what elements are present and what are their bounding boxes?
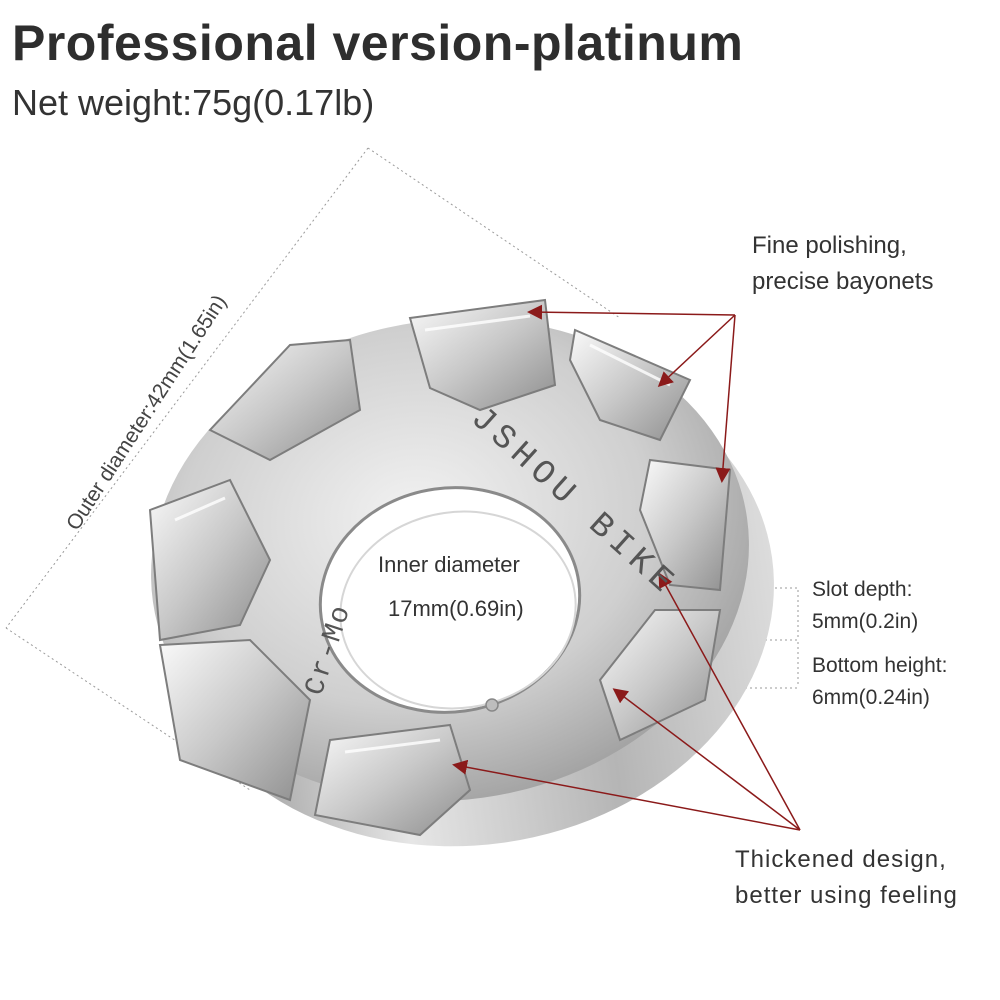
thickened-callout: Thickened design, better using feeling xyxy=(735,842,958,914)
slot-depth-value: 5mm(0.2in) xyxy=(812,610,919,633)
bayonet-blocks xyxy=(148,298,732,837)
bottom-height: Bottom height: 6mm(0.24in) xyxy=(812,650,947,714)
polishing-arrows xyxy=(527,304,736,483)
slot-depth: Slot depth: 5mm(0.2in) xyxy=(812,574,918,638)
polishing-callout-line2: precise bayonets xyxy=(752,268,934,295)
inner-diameter-label: Inner diameter xyxy=(378,552,520,577)
thickened-arrows xyxy=(452,572,801,831)
polishing-callout: Fine polishing, precise bayonets xyxy=(752,228,933,300)
polishing-callout-line1: Fine polishing, xyxy=(752,232,907,259)
thickened-callout-line2: better using feeling xyxy=(735,882,958,909)
bottom-height-label: Bottom height: xyxy=(812,654,948,677)
bottom-height-value: 6mm(0.24in) xyxy=(812,686,930,709)
thickened-callout-line1: Thickened design, xyxy=(735,846,947,873)
slot-depth-label: Slot depth: xyxy=(812,578,913,601)
inner-diameter-value: 17mm(0.69in) xyxy=(388,596,524,621)
page-title: Professional version-platinum xyxy=(12,15,744,71)
bayonet-highlights xyxy=(174,314,671,754)
net-weight: Net weight:75g(0.17lb) xyxy=(12,82,375,123)
outer-diameter-guide xyxy=(5,147,621,791)
